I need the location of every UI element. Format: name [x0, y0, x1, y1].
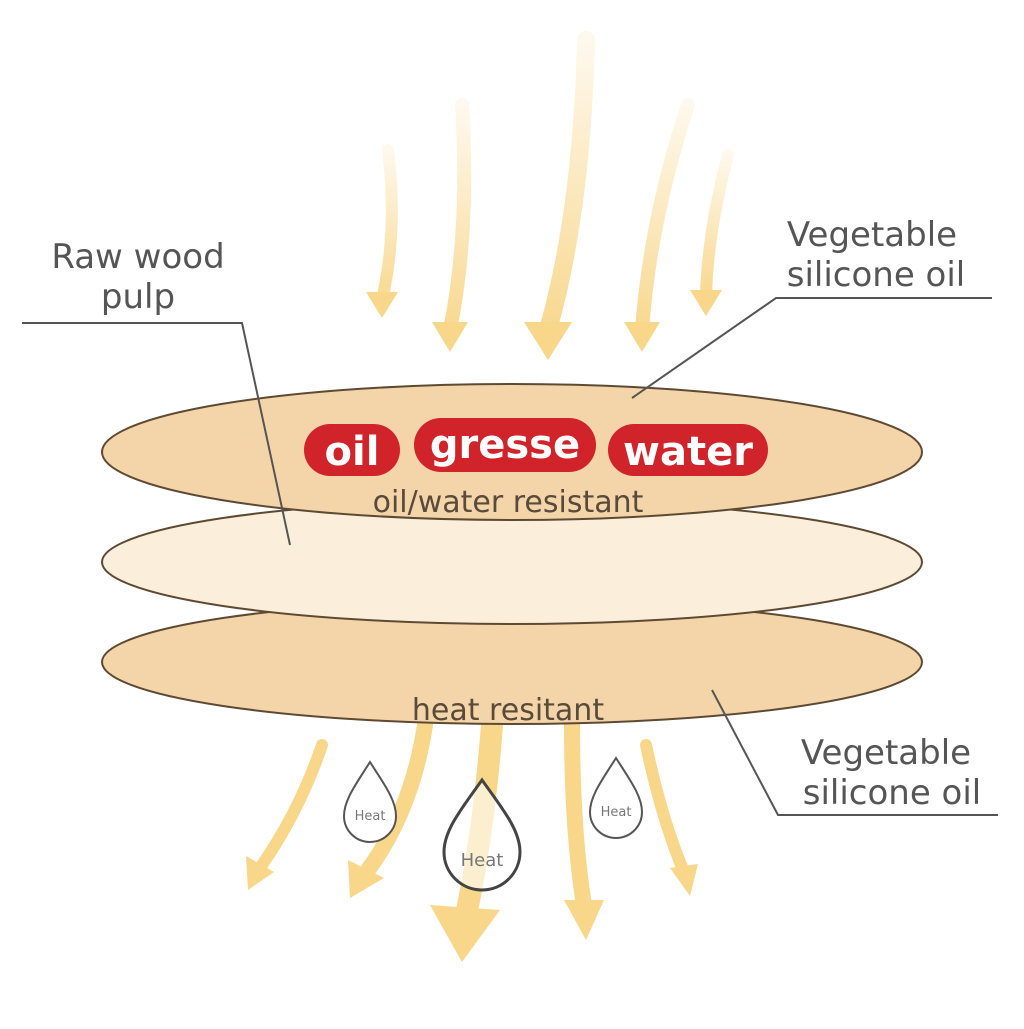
arrow-head: [348, 860, 384, 898]
tag-water-badge: [608, 424, 768, 476]
heat-drop-icon: [588, 756, 644, 839]
heat-drops: Heat Heat Heat: [342, 756, 644, 892]
arrow-down-icon: [360, 717, 433, 878]
tag-gresse: gresse: [430, 422, 580, 468]
arrow-head: [624, 322, 660, 352]
leader-veg-oil-top: [631, 297, 992, 399]
arrow-down-icon: [635, 98, 695, 337]
property-tags: oil gresse water: [304, 418, 768, 476]
leader-veg-oil-bottom: [711, 689, 998, 816]
arrow-head: [524, 322, 572, 360]
veg-oil-top-label-line1: Vegetable: [787, 215, 957, 255]
arrow-head: [670, 864, 698, 896]
top-layer-caption: oil/water resistant: [373, 485, 644, 520]
labels: Raw wood pulp Vegetable silicone oil Veg…: [51, 215, 981, 813]
leader-raw-wood-pulp: [22, 322, 291, 546]
arrow-head: [432, 322, 468, 352]
arrow-down-icon: [640, 739, 690, 878]
bottom-layer-caption: heat resitant: [412, 693, 604, 728]
arrow-down-icon: [376, 144, 398, 306]
tag-gresse-badge: [414, 418, 596, 472]
arrow-down-icon: [700, 149, 734, 301]
heat-drop-label: Heat: [601, 805, 632, 820]
tag-water: water: [623, 429, 753, 475]
arrow-head: [366, 292, 398, 318]
arrow-head: [564, 900, 604, 940]
tag-oil: oil: [325, 429, 380, 475]
top-arrows: [366, 31, 734, 360]
heat-drop-icon: [442, 777, 522, 892]
raw-wood-pulp-label-line2: pulp: [101, 277, 175, 317]
arrow-head: [430, 905, 500, 962]
veg-oil-top-label-line2: silicone oil: [787, 255, 966, 295]
arrow-head: [690, 290, 722, 316]
veg-oil-bottom-label-line1: Vegetable: [801, 733, 971, 773]
heat-drop-label: Heat: [355, 809, 386, 824]
heat-drop-label-large: Heat: [461, 850, 504, 871]
tag-oil-badge: [304, 424, 400, 476]
arrow-down-icon: [564, 717, 592, 913]
leader-lines: [22, 297, 998, 816]
heat-drop-icon: [342, 760, 398, 843]
arrow-down-icon: [443, 98, 472, 337]
veg-oil-bottom-label-line2: silicone oil: [803, 773, 982, 813]
arrow-down-icon: [539, 31, 595, 339]
raw-wood-pulp-label-line1: Raw wood: [51, 237, 224, 277]
arrow-down-icon: [256, 739, 328, 871]
arrow-head: [246, 856, 274, 890]
